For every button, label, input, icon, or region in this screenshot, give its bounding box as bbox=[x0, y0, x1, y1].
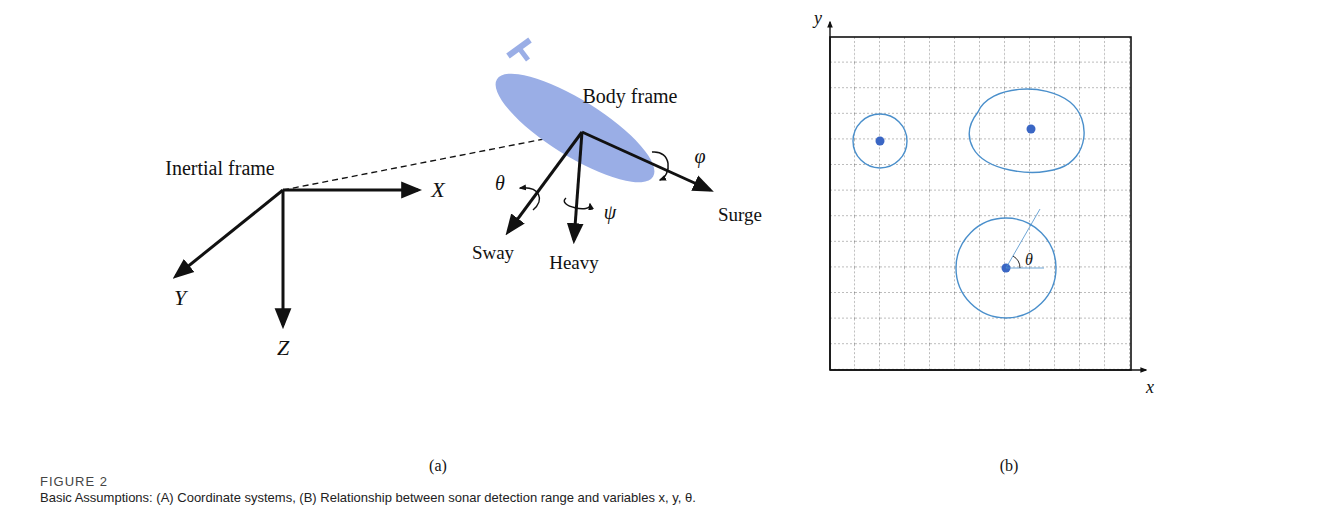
axis-label: Surge bbox=[718, 205, 762, 224]
coordinate-systems bbox=[176, 40, 710, 325]
axis-label: Z bbox=[277, 337, 289, 359]
angle-label: θ bbox=[495, 173, 505, 193]
angle-label: φ bbox=[694, 146, 705, 166]
axis-label: x bbox=[1146, 378, 1154, 396]
panel-label: (a) bbox=[429, 458, 447, 474]
axis-label: Sway bbox=[472, 243, 514, 262]
frame-label: Body frame bbox=[583, 86, 678, 106]
angle-label: θ bbox=[1025, 252, 1033, 268]
axis-label: X bbox=[431, 179, 444, 201]
panel-label: (b) bbox=[1000, 458, 1019, 474]
figure-title: FIGURE 2 bbox=[40, 474, 108, 489]
figure-caption: Basic Assumptions: (A) Coordinate system… bbox=[40, 490, 696, 505]
axis-label: y bbox=[814, 9, 822, 27]
frame-label: Inertial frame bbox=[165, 158, 274, 178]
axis-label: Heavy bbox=[549, 253, 599, 272]
sonar-grid bbox=[830, 22, 1146, 370]
angle-label: ψ bbox=[604, 202, 616, 222]
axis-label: Y bbox=[174, 287, 186, 309]
